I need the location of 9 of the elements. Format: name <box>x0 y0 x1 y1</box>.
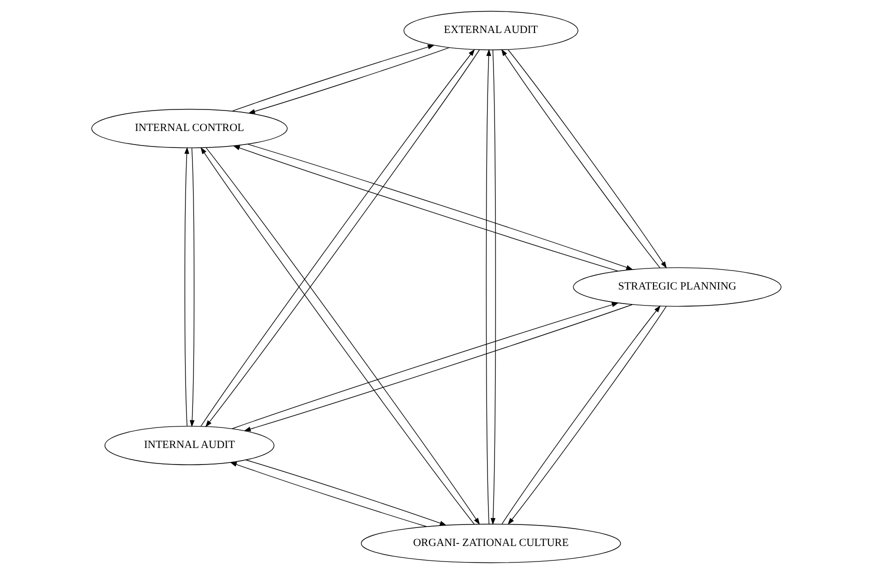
node-ellipse: ORGANI- ZATIONAL CULTURE <box>360 524 620 564</box>
arrow <box>248 47 449 114</box>
arrow <box>184 146 189 426</box>
arrow <box>485 49 491 524</box>
arrow <box>232 44 434 112</box>
arrow <box>245 460 446 526</box>
arrow <box>229 462 426 527</box>
arrow <box>490 50 496 525</box>
arrow <box>189 148 194 428</box>
